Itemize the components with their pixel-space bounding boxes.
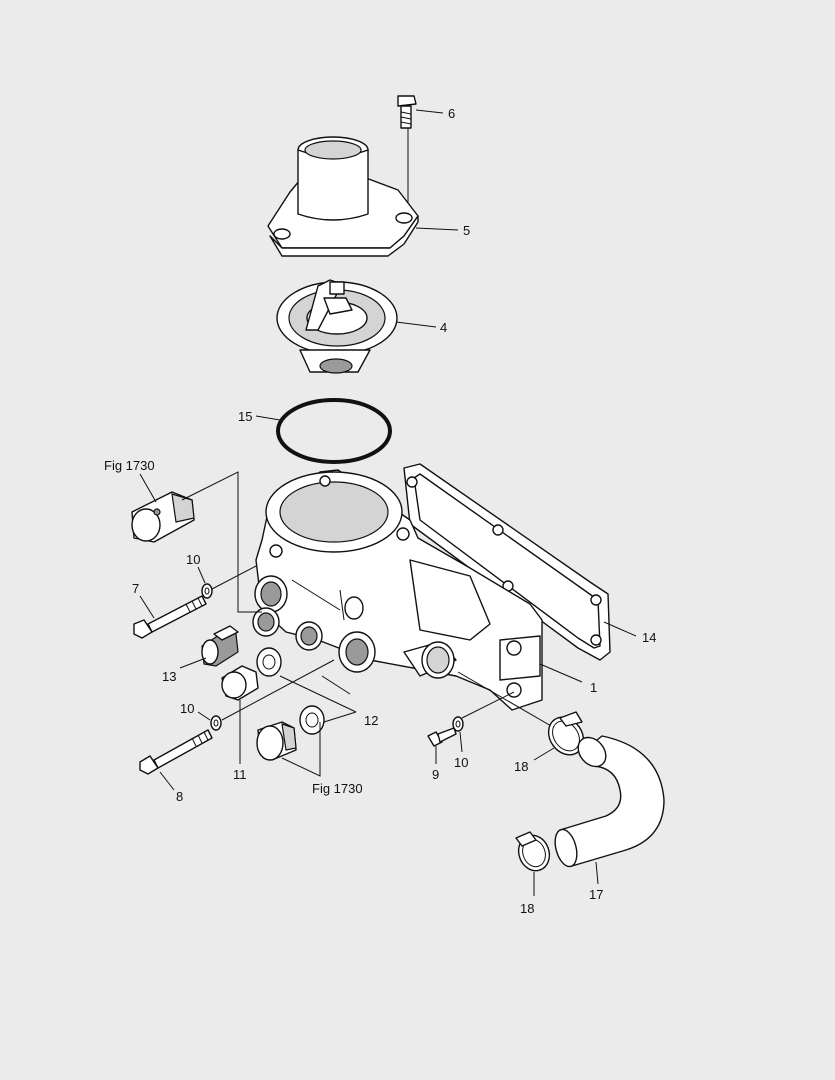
leader-line-4	[395, 321, 437, 328]
callout-4: 4	[440, 320, 447, 335]
callout-14: 14	[642, 630, 656, 645]
leader-line-fig-bottom	[281, 722, 321, 777]
thermostat-part-4	[276, 279, 398, 374]
bolt-part-8	[139, 729, 213, 775]
plug-fig-1730-top	[131, 491, 195, 543]
leader-line-1	[539, 663, 583, 683]
washer-part-12	[256, 647, 325, 735]
leader-line-fig-top	[139, 473, 157, 503]
callout-5: 5	[463, 223, 470, 238]
hose-clamp-part-18-upper	[547, 711, 585, 756]
leader-line-15	[255, 415, 281, 421]
callout-1: 1	[590, 680, 597, 695]
bolt-part-7	[133, 595, 207, 639]
callout-15: 15	[238, 409, 252, 424]
callout-8: 8	[176, 789, 183, 804]
o-ring-part-15	[276, 398, 392, 464]
callout-10-right: 10	[454, 755, 468, 770]
callout-fig-1730-bottom: Fig 1730	[312, 781, 363, 796]
leader-line-13	[179, 657, 207, 669]
callout-17: 17	[589, 887, 603, 902]
hose-clamp-part-18-lower	[515, 831, 551, 872]
callout-18-upper: 18	[514, 759, 528, 774]
leader-line-10-lower	[197, 711, 211, 721]
plug-part-11	[221, 665, 259, 701]
callout-12: 12	[364, 713, 378, 728]
callout-10-upper: 10	[186, 552, 200, 567]
leader-line-to-hose	[457, 671, 559, 731]
washer-part-10-upper	[201, 583, 213, 599]
callout-fig-1730-top: Fig 1730	[104, 458, 155, 473]
washer-part-10-lower	[210, 715, 222, 731]
leader-line-17	[595, 861, 599, 885]
leader-line-10-right	[459, 691, 515, 753]
plug-part-13	[201, 625, 239, 667]
callout-10-lower: 10	[180, 701, 194, 716]
callout-13: 13	[162, 669, 176, 684]
leader-line-8	[159, 771, 175, 791]
callout-6: 6	[448, 106, 455, 121]
leader-line-7	[139, 595, 155, 619]
callout-11: 11	[233, 767, 247, 782]
bolt-part-6	[397, 95, 417, 129]
hose-part-17	[554, 735, 665, 868]
leader-line-fig-top-bracket	[181, 471, 262, 613]
callout-7: 7	[132, 581, 139, 596]
housing-body-part-1	[252, 469, 543, 711]
callout-9: 9	[432, 767, 439, 782]
washer-part-10-right	[452, 716, 464, 732]
callout-18-lower: 18	[520, 901, 534, 916]
leader-line-14	[603, 621, 637, 637]
leader-line-5	[415, 227, 459, 231]
leader-line-18-upper	[533, 747, 555, 761]
screw-part-9	[427, 727, 457, 747]
leader-line-6	[415, 109, 444, 114]
leader-line-10-upper	[197, 566, 206, 584]
thermostat-cover-part-5	[267, 136, 419, 257]
plug-fig-1730-bottom	[256, 721, 297, 761]
